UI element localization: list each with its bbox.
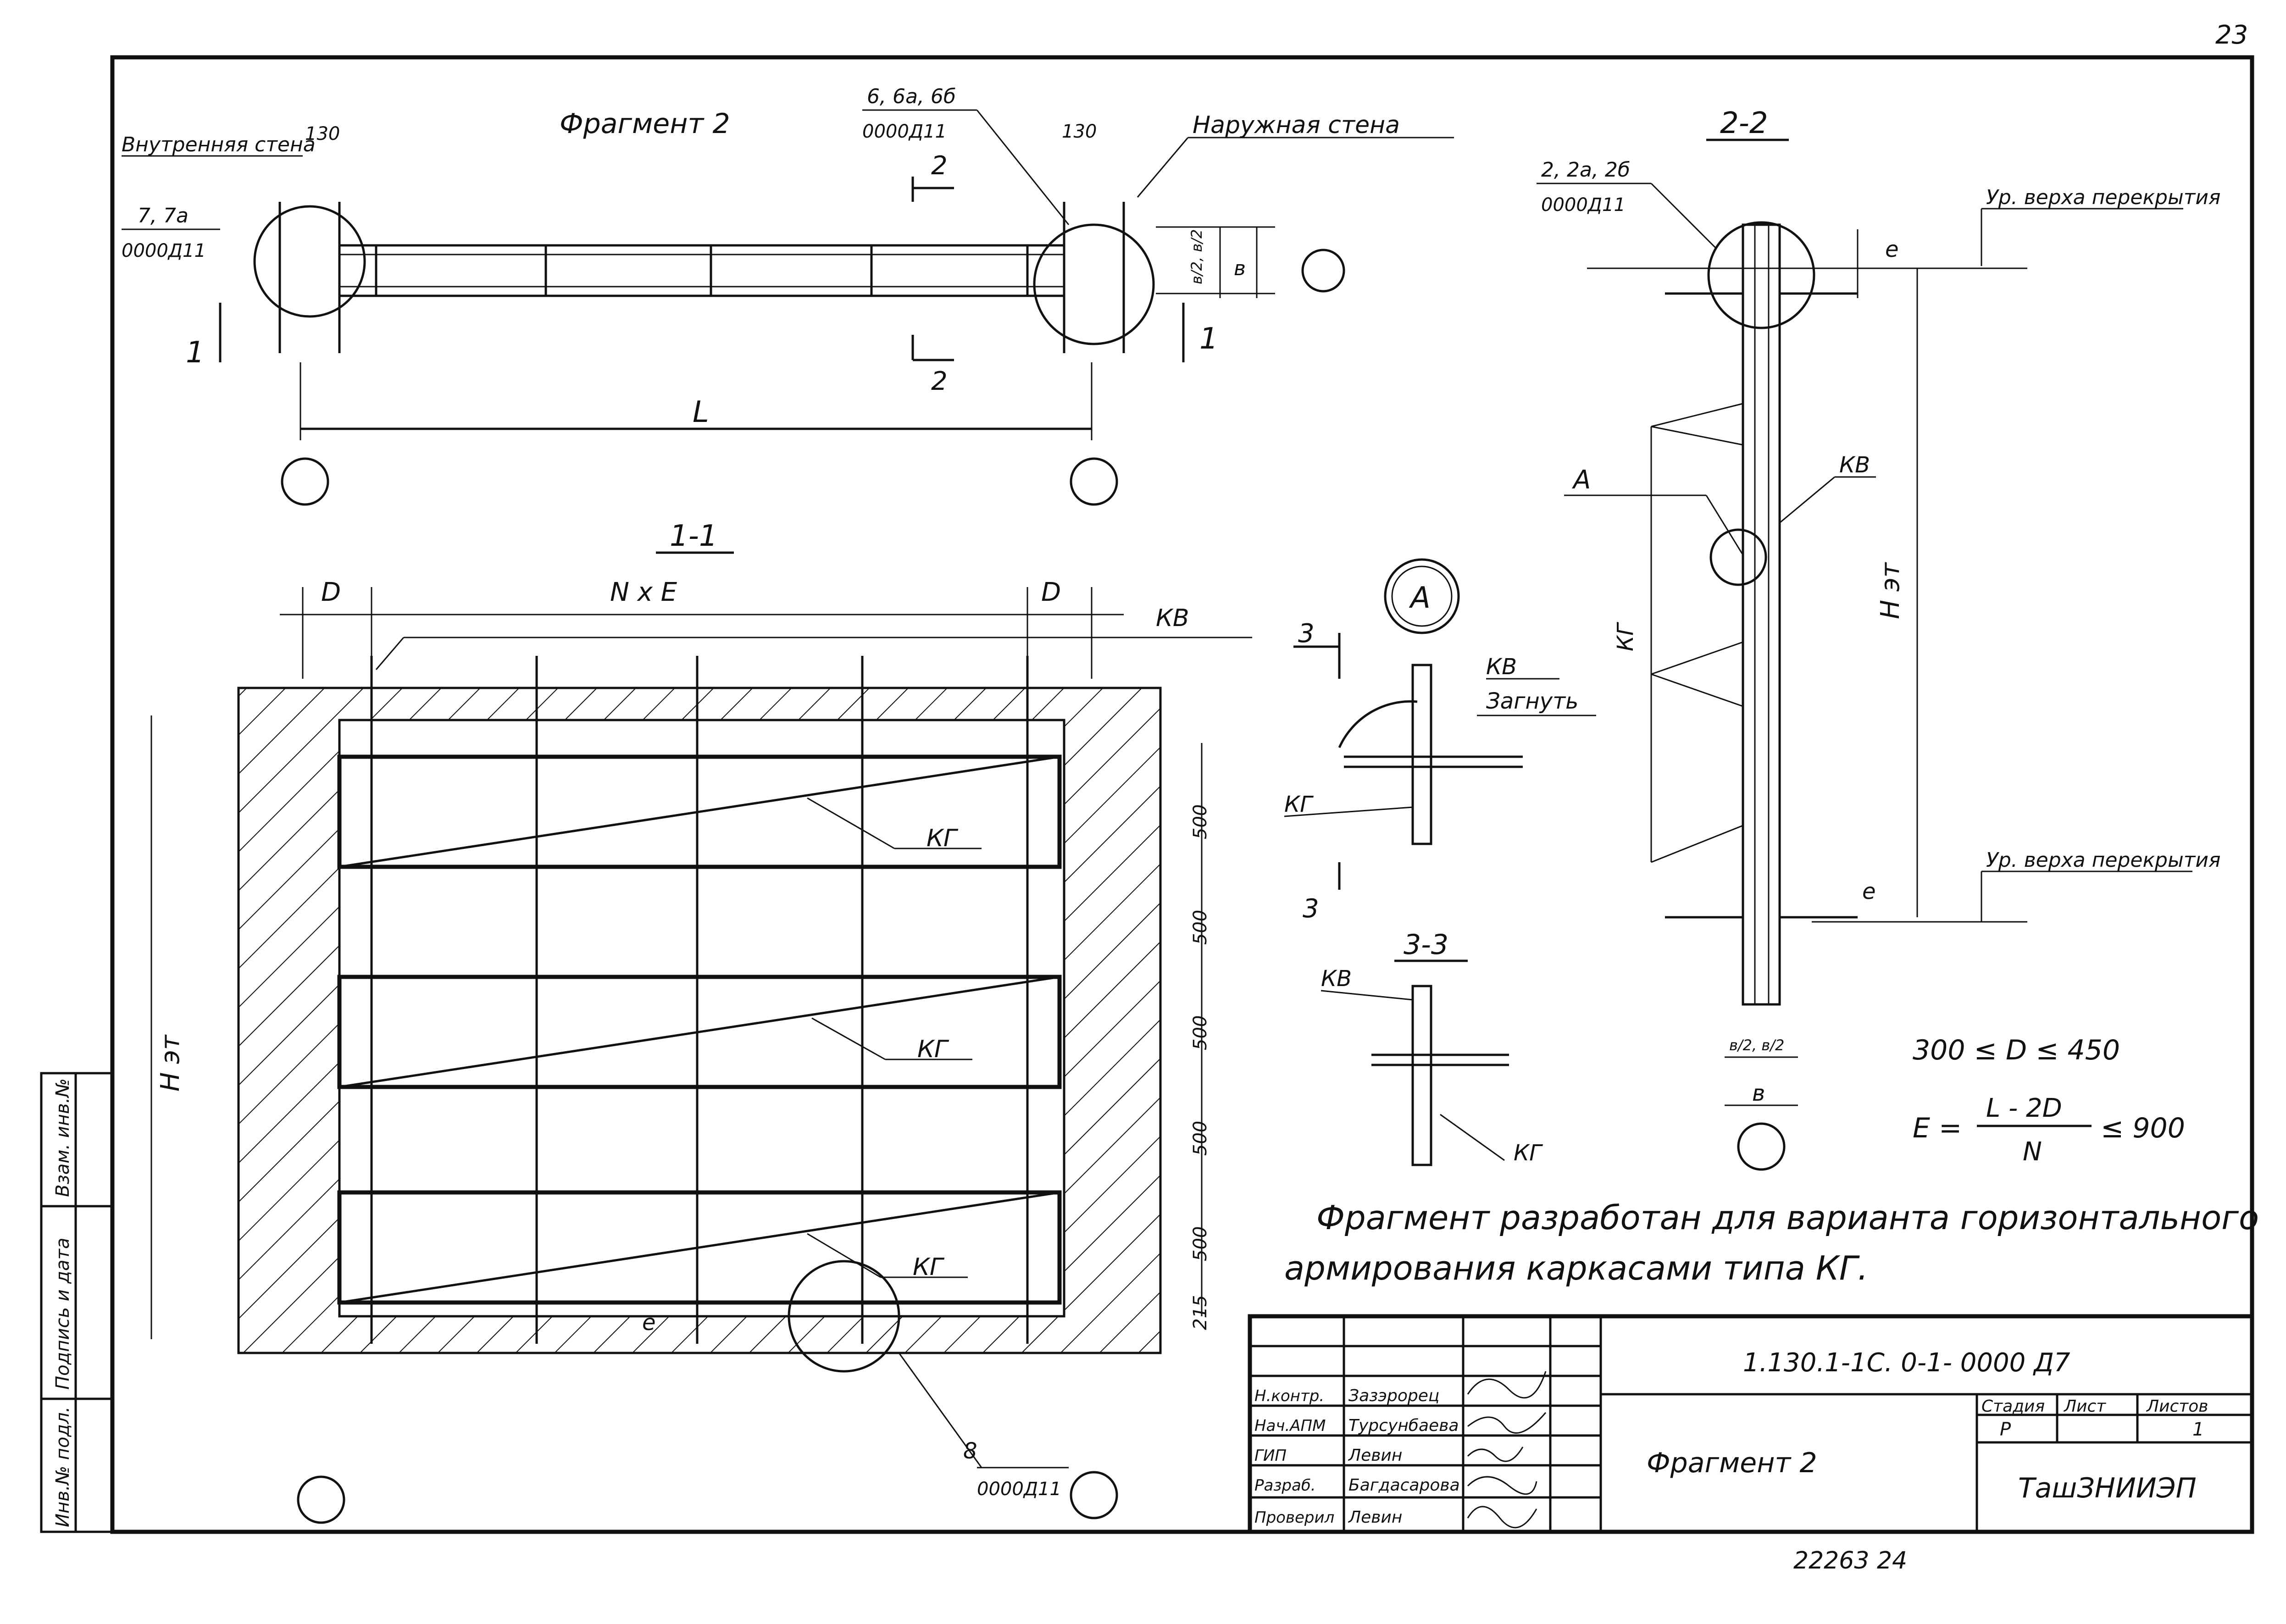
dim-d-left: D <box>321 577 341 607</box>
section-mark-2-top: 2 <box>931 151 948 181</box>
row-role-1: Нач.АПМ <box>1254 1417 1326 1435</box>
section-2-2: 2-2 2, 2а, 2б 0000Д11 Ур. верха перекрыт… <box>1537 106 2220 1171</box>
span-label: L <box>693 395 709 429</box>
sheet-name: Фрагмент 2 <box>1647 1447 1817 1479</box>
fragment-plan-title: Фрагмент 2 <box>560 108 730 140</box>
note-line-1: Фрагмент разработан для варианта горизон… <box>1316 1198 2259 1237</box>
side-stamp-1: Взам. инв.№ <box>52 1078 73 1197</box>
formulas: 300 ≤ D ≤ 450 E = L - 2D N ≤ 900 <box>1913 1034 2185 1167</box>
dim-500-1: 500 <box>1190 804 1211 839</box>
dim-nxe: N x E <box>610 577 677 607</box>
dim-e-bottom: e <box>642 1310 656 1336</box>
dim-b-plan: в <box>1234 257 1246 280</box>
formula-e-num: L - 2D <box>1986 1093 2062 1123</box>
note-line-2: армирования каркасами типа КГ. <box>1284 1249 1868 1287</box>
org-name: ТашЗНИИЭП <box>2018 1472 2197 1504</box>
col-stage: Стадия <box>1981 1397 2045 1416</box>
dim-500-3: 500 <box>1190 1015 1211 1050</box>
col-sheets: Листов <box>2146 1397 2208 1416</box>
dim-500-4: 500 <box>1190 1121 1211 1156</box>
ref-mid-marks: 6, 6а, 6б <box>867 85 956 108</box>
dim-215: 215 <box>1190 1295 1211 1330</box>
row-role-3: Разраб. <box>1254 1476 1316 1495</box>
label-kg-2: КГ <box>917 1036 949 1063</box>
col-sheet: Лист <box>2063 1397 2106 1416</box>
dim-130-right: 130 <box>1062 121 1097 142</box>
row-role-2: ГИП <box>1254 1447 1287 1465</box>
row-name-2: Левин <box>1348 1446 1402 1465</box>
level-top: Ур. верха перекрытия <box>1986 186 2220 209</box>
side-stamp: Взам. инв.№ Подпись и дата Инв.№ подл. <box>40 1072 114 1533</box>
row-role-4: Проверил <box>1254 1508 1334 1527</box>
stage-value: Р <box>2000 1419 2011 1440</box>
height-label-1-1: H эт <box>155 1034 185 1092</box>
dim-b-2-2: в <box>1752 1081 1765 1106</box>
dim-b2-plan: в/2, в/2 <box>1188 229 1205 284</box>
title-block: 1.130.1-1С. 0-1- 0000 Д7 Фрагмент 2 Стад… <box>1248 1314 2254 1574</box>
fragment-plan: Фрагмент 2 Внутренняя стена Наружная сте… <box>122 85 1454 506</box>
section-3-3-kg: КГ <box>1514 1140 1543 1166</box>
level-bottom: Ур. верха перекрытия <box>1986 848 2220 872</box>
signature-marks <box>1467 1371 1547 1529</box>
section-3-3-title: 3-3 <box>1404 929 1448 961</box>
detail-a-marker: А <box>1409 581 1431 615</box>
section-1-1: 1-1 D N x E D КВ КГ КГ КГ <box>150 519 1252 1524</box>
ref-bottom-mark: 8 <box>963 1438 977 1464</box>
section-mark-1-left: 1 <box>186 336 205 370</box>
formula-e-den: N <box>2023 1137 2042 1167</box>
detail-a: А 3 3 КВ Загнуть КГ <box>1284 558 1596 924</box>
sheets-value: 1 <box>2192 1419 2204 1440</box>
dim-b2-2-2: в/2, в/2 <box>1729 1036 1784 1054</box>
ref-left-code: 0000Д11 <box>122 240 206 261</box>
row-role-0: Н.контр. <box>1254 1387 1324 1405</box>
label-kv-2-2: КВ <box>1839 452 1870 478</box>
ref-bottom-code: 0000Д11 <box>977 1479 1061 1500</box>
side-stamp-3: Инв.№ подл. <box>52 1407 73 1527</box>
dim-e-top: e <box>1885 237 1899 262</box>
section-2-2-title: 2-2 <box>1720 106 1768 140</box>
sheet-frame <box>110 55 2254 1534</box>
formula-e-lhs: E = <box>1913 1112 1962 1144</box>
section-mark-1-right: 1 <box>1199 322 1218 356</box>
section-mark-2-bottom: 2 <box>931 366 948 396</box>
label-kg-2-2: КГ <box>1613 622 1638 651</box>
sheet-number: 23 <box>2215 20 2248 50</box>
section-1-1-title: 1-1 <box>670 519 718 553</box>
label-kv-section: КВ <box>1156 604 1189 632</box>
dim-500-5: 500 <box>1190 1226 1211 1261</box>
inner-wall-label: Внутренняя стена <box>122 133 316 156</box>
ref-mid-code: 0000Д11 <box>862 121 947 142</box>
dims-right: 500 500 500 500 500 215 <box>1190 804 1211 1330</box>
formula-range: 300 ≤ D ≤ 450 <box>1913 1034 2120 1066</box>
row-name-0: Зазэрорец <box>1348 1386 1439 1405</box>
dim-500-2: 500 <box>1190 910 1211 945</box>
label-kg-1: КГ <box>927 825 959 852</box>
label-a-2-2: А <box>1572 465 1591 495</box>
side-stamp-2: Подпись и дата <box>52 1238 73 1390</box>
section-2-2-ref-marks: 2, 2а, 2б <box>1541 158 1630 182</box>
section-mark-3-top: 3 <box>1298 619 1315 648</box>
ref-left-marks: 7, 7а <box>138 204 189 227</box>
detail-a-bend: Загнуть <box>1486 688 1578 714</box>
label-kg-3: КГ <box>913 1253 945 1281</box>
outer-wall-label: Наружная стена <box>1193 111 1400 139</box>
section-2-2-ref-code: 0000Д11 <box>1541 194 1626 216</box>
footer-code: 22263 24 <box>1793 1547 1907 1574</box>
dim-d-right: D <box>1041 577 1061 607</box>
detail-a-kv: КВ <box>1486 654 1517 680</box>
detail-a-kg: КГ <box>1284 792 1314 817</box>
row-name-1: Турсунбаева <box>1348 1416 1459 1435</box>
dim-e-bottom-2-2: e <box>1862 879 1876 904</box>
doc-code: 1.130.1-1С. 0-1- 0000 Д7 <box>1743 1348 2070 1378</box>
row-name-4: Левин <box>1348 1508 1402 1527</box>
formula-e-rhs: ≤ 900 <box>2101 1112 2185 1144</box>
dim-130-left: 130 <box>305 123 340 144</box>
height-label-2-2: H эт <box>1875 562 1905 619</box>
section-mark-3-bottom: 3 <box>1303 894 1319 924</box>
section-3-3-kv: КВ <box>1321 966 1352 992</box>
section-3-3: 3-3 КВ КГ <box>1321 929 1543 1166</box>
row-name-3: Багдасарова <box>1348 1476 1460 1495</box>
